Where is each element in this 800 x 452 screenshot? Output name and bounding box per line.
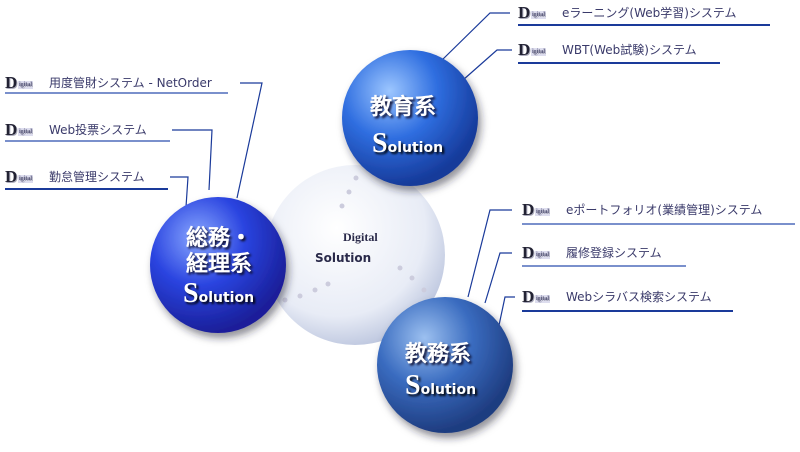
underline <box>522 310 733 312</box>
link-label: Webシラバス検索システム <box>566 290 712 304</box>
underline <box>518 62 720 64</box>
link-label: eラーニング(Web学習)システム <box>562 6 737 20</box>
general-title: 総務・経理系 <box>186 226 253 277</box>
underline <box>5 140 170 142</box>
general-solution: Solution <box>183 278 255 309</box>
link-label: 用度管財システム - NetOrder <box>49 76 212 90</box>
academic-title: 教務系 <box>405 342 472 367</box>
center-circle <box>265 165 445 345</box>
link-label: 勤怠管理システム <box>49 170 145 184</box>
education-hub <box>342 50 478 186</box>
leader-lines <box>170 12 515 331</box>
link-label: 履修登録システム <box>566 246 662 260</box>
center-logo-top: Digital <box>343 230 378 244</box>
academic-solution: Solution <box>405 370 477 401</box>
underline <box>522 223 795 225</box>
academic-hub <box>377 297 513 433</box>
underline <box>522 265 686 267</box>
education-title: 教育系 <box>370 95 437 120</box>
underline <box>5 92 228 94</box>
general-hub <box>150 197 286 333</box>
link-label: eポートフォリオ(業績管理)システム <box>566 203 763 217</box>
link-label: WBT(Web試験)システム <box>562 43 697 57</box>
link-label: Web投票システム <box>49 123 147 137</box>
center-logo-bottom: Solution <box>315 251 372 265</box>
underline <box>5 188 168 190</box>
education-solution: Solution <box>372 128 444 159</box>
underline <box>518 24 770 26</box>
